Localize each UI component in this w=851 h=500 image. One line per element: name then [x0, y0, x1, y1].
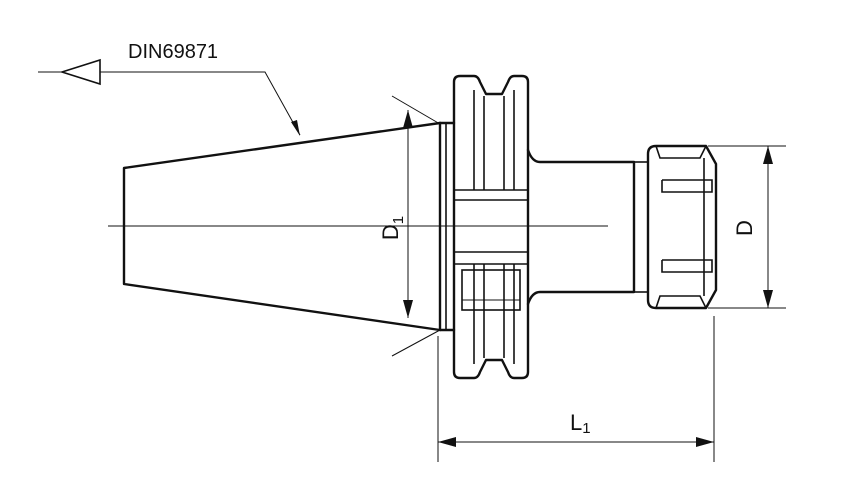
d1-dimension [391, 95, 441, 357]
taper-shank [122, 121, 456, 332]
collet-nut [646, 144, 718, 310]
d-dimension [708, 145, 786, 309]
standard-label: DIN69871 [128, 41, 218, 63]
l1-dimension [437, 316, 715, 462]
standard-leader [38, 58, 301, 136]
l1-label: L1 [570, 410, 591, 437]
d-label: D [732, 220, 757, 236]
neck [526, 148, 648, 306]
d1-label: D1 [378, 216, 407, 240]
flange [452, 74, 530, 380]
